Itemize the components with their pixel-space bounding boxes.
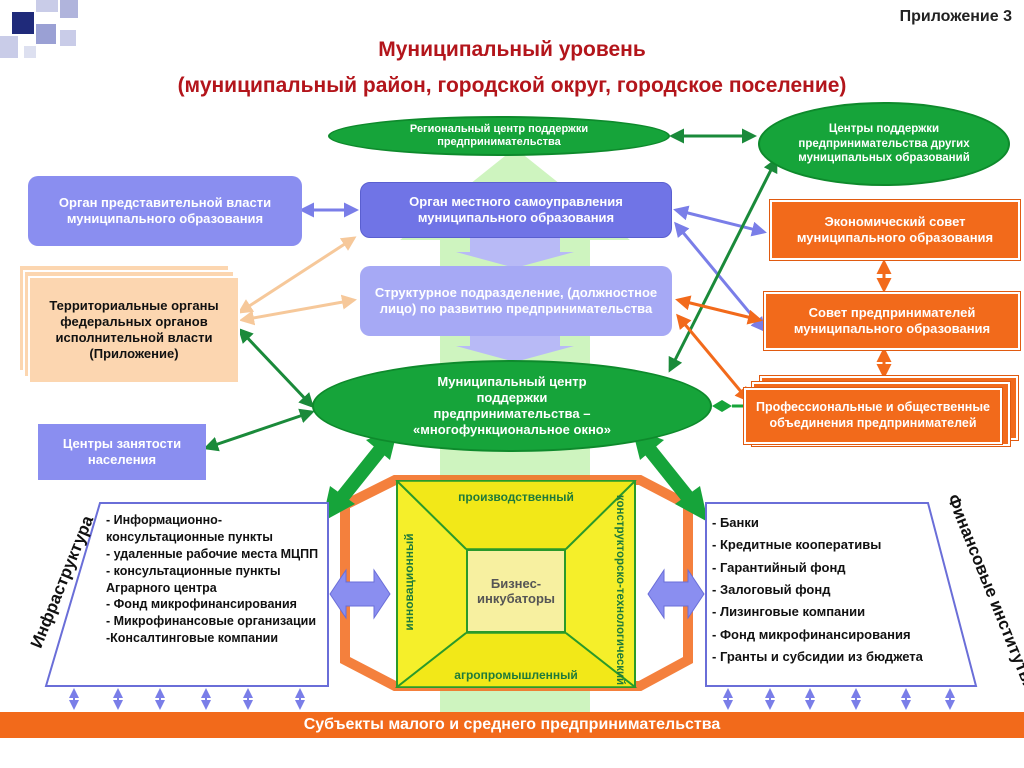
entrepreneurs-council-node: Совет предпринимателей муниципального об…	[764, 292, 1020, 350]
list-item: - удаленные рабочие места МЦПП	[106, 546, 319, 561]
purple-double-arrow-left	[329, 568, 391, 620]
other-centers-node: Центры поддержки предпринимательства дру…	[758, 102, 1010, 186]
financial-list: - Банки - Кредитные кооперативы - Гарант…	[712, 512, 972, 669]
regional-center-node: Региональный центр поддержки предпринима…	[328, 116, 670, 156]
page-subtitle: (муниципальный район, городской округ, г…	[177, 74, 847, 97]
sector-right: конструкторско-технологический	[614, 494, 626, 686]
professional-associations-node: Профессиональные и общественные объедине…	[744, 388, 1002, 444]
list-item: - Микрофинансовые организации	[106, 614, 317, 629]
infrastructure-panel-shape	[44, 502, 329, 687]
list-item: - Фонд микрофинансирования	[106, 597, 297, 612]
list-item: - Информационно-консультационные пункты	[106, 513, 273, 544]
list-item: - Гарантийный фонд	[712, 559, 846, 575]
list-item: - Гранты и субсидии из бюджета	[712, 649, 923, 665]
employment-centers-node: Центры занятости населения	[38, 424, 206, 480]
financial-panel-shape	[705, 502, 978, 687]
list-item: - Фонд микрофинансирования	[712, 626, 911, 642]
sector-top: производственный	[458, 490, 574, 504]
sector-bottom: агропромышленный	[454, 668, 578, 682]
center-down-arrow-1	[456, 236, 574, 268]
territorial-organs-node: Территориальные органы федеральных орган…	[28, 276, 240, 384]
green-double-arrow-right	[632, 428, 708, 522]
page-title: Муниципальный уровень	[378, 38, 646, 61]
list-item: - консультационные пункты Аграрного цент…	[106, 563, 281, 595]
infrastructure-list: - Информационно-консультационные пункты …	[106, 512, 328, 647]
list-item: - Банки	[712, 515, 759, 530]
smb-subjects-bar: Субъекты малого и среднего предпринимате…	[0, 712, 1024, 738]
purple-double-arrow-right	[647, 568, 705, 620]
municipal-center-node: Муниципальный центр поддержки предприним…	[312, 360, 712, 452]
list-item: - Лизинговые компании	[712, 604, 866, 620]
list-item: - Кредитные кооперативы	[712, 537, 882, 553]
structural-division-node: Структурное подразделение, (должностное …	[360, 266, 672, 336]
business-incubator-center: Бизнес-инкубаторы	[466, 549, 566, 633]
list-item: - Залоговый фонд	[712, 582, 831, 598]
sector-left: инновационный	[402, 533, 416, 631]
economic-council-node: Экономический совет муниципального образ…	[770, 200, 1020, 260]
green-double-arrow-left	[322, 428, 398, 522]
local-government-node: Орган местного самоуправления муниципаль…	[360, 182, 672, 238]
representative-body-node: Орган представительной власти муниципаль…	[28, 176, 302, 246]
list-item: -Консалтинговые компании	[106, 631, 279, 646]
center-down-arrow-2	[456, 332, 574, 362]
appendix-label: Приложение 3	[899, 8, 1012, 25]
